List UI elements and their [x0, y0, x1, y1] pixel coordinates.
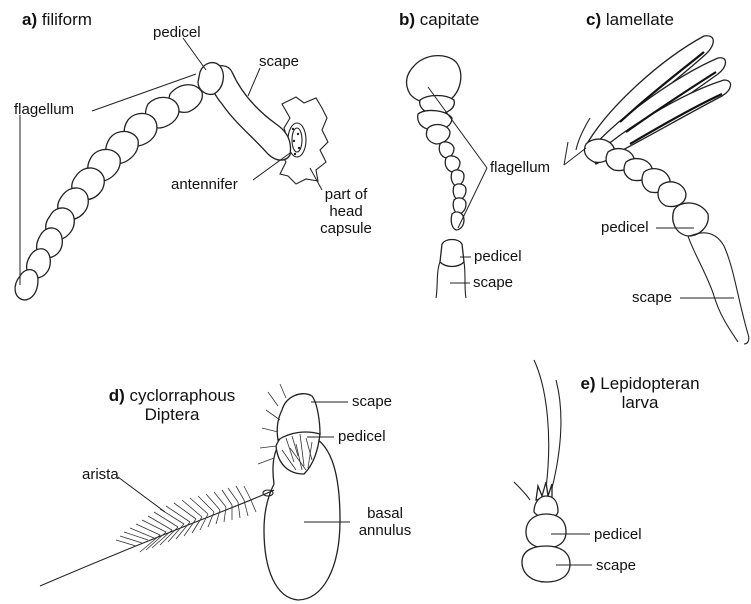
a-head-capsule-line-2: head	[318, 203, 374, 220]
panel-e-letter: e)	[580, 374, 595, 393]
c-scape-label: scape	[632, 289, 672, 306]
a-pedicel-label: pedicel	[153, 24, 201, 41]
panel-e-title: e) Lepidopteran larva	[560, 374, 720, 412]
panel-b-title: b) capitate	[399, 10, 479, 29]
a-flagellum-label: flagellum	[14, 101, 74, 118]
d-basal-annulus-line-2: annulus	[350, 522, 420, 539]
panel-d-letter: d)	[109, 386, 125, 405]
e-scape-label: scape	[596, 557, 636, 574]
panel-a-letter: a)	[22, 10, 37, 29]
b-flagellum-label: flagellum	[490, 159, 550, 176]
d-scape-label: scape	[352, 393, 392, 410]
b-pedicel-label: pedicel	[474, 248, 522, 265]
b-scape-label: scape	[473, 274, 513, 291]
panel-a-title: a) filiform	[22, 10, 92, 29]
a-scape-label: scape	[259, 53, 299, 70]
a-antennifer-label: antennifer	[171, 176, 238, 193]
panel-e-name-line-2: larva	[560, 393, 720, 412]
panel-d-title: d) cyclorraphous Diptera	[82, 386, 262, 424]
a-head-capsule-label: part of head capsule	[318, 186, 374, 237]
d-basal-annulus-line-1: basal	[350, 505, 420, 522]
panel-a-name: filiform	[42, 10, 92, 29]
d-pedicel-label: pedicel	[338, 428, 386, 445]
d-basal-annulus-label: basal annulus	[350, 505, 420, 539]
panel-b-letter: b)	[399, 10, 415, 29]
d-arista-label: arista	[82, 466, 119, 483]
filiform-antenna-drawing	[15, 38, 328, 300]
a-head-capsule-line-3: capsule	[318, 220, 374, 237]
panel-b-name: capitate	[420, 10, 480, 29]
c-pedicel-label: pedicel	[601, 219, 649, 236]
panel-c-letter: c)	[586, 10, 601, 29]
panel-d-name-line-1: cyclorraphous	[129, 386, 235, 405]
a-head-capsule-line-1: part of	[318, 186, 374, 203]
panel-c-name: lamellate	[606, 10, 674, 29]
panel-d-name-line-2: Diptera	[82, 405, 262, 424]
panel-e-name-line-1: Lepidopteran	[600, 374, 699, 393]
panel-c-title: c) lamellate	[586, 10, 674, 29]
e-pedicel-label: pedicel	[594, 526, 642, 543]
